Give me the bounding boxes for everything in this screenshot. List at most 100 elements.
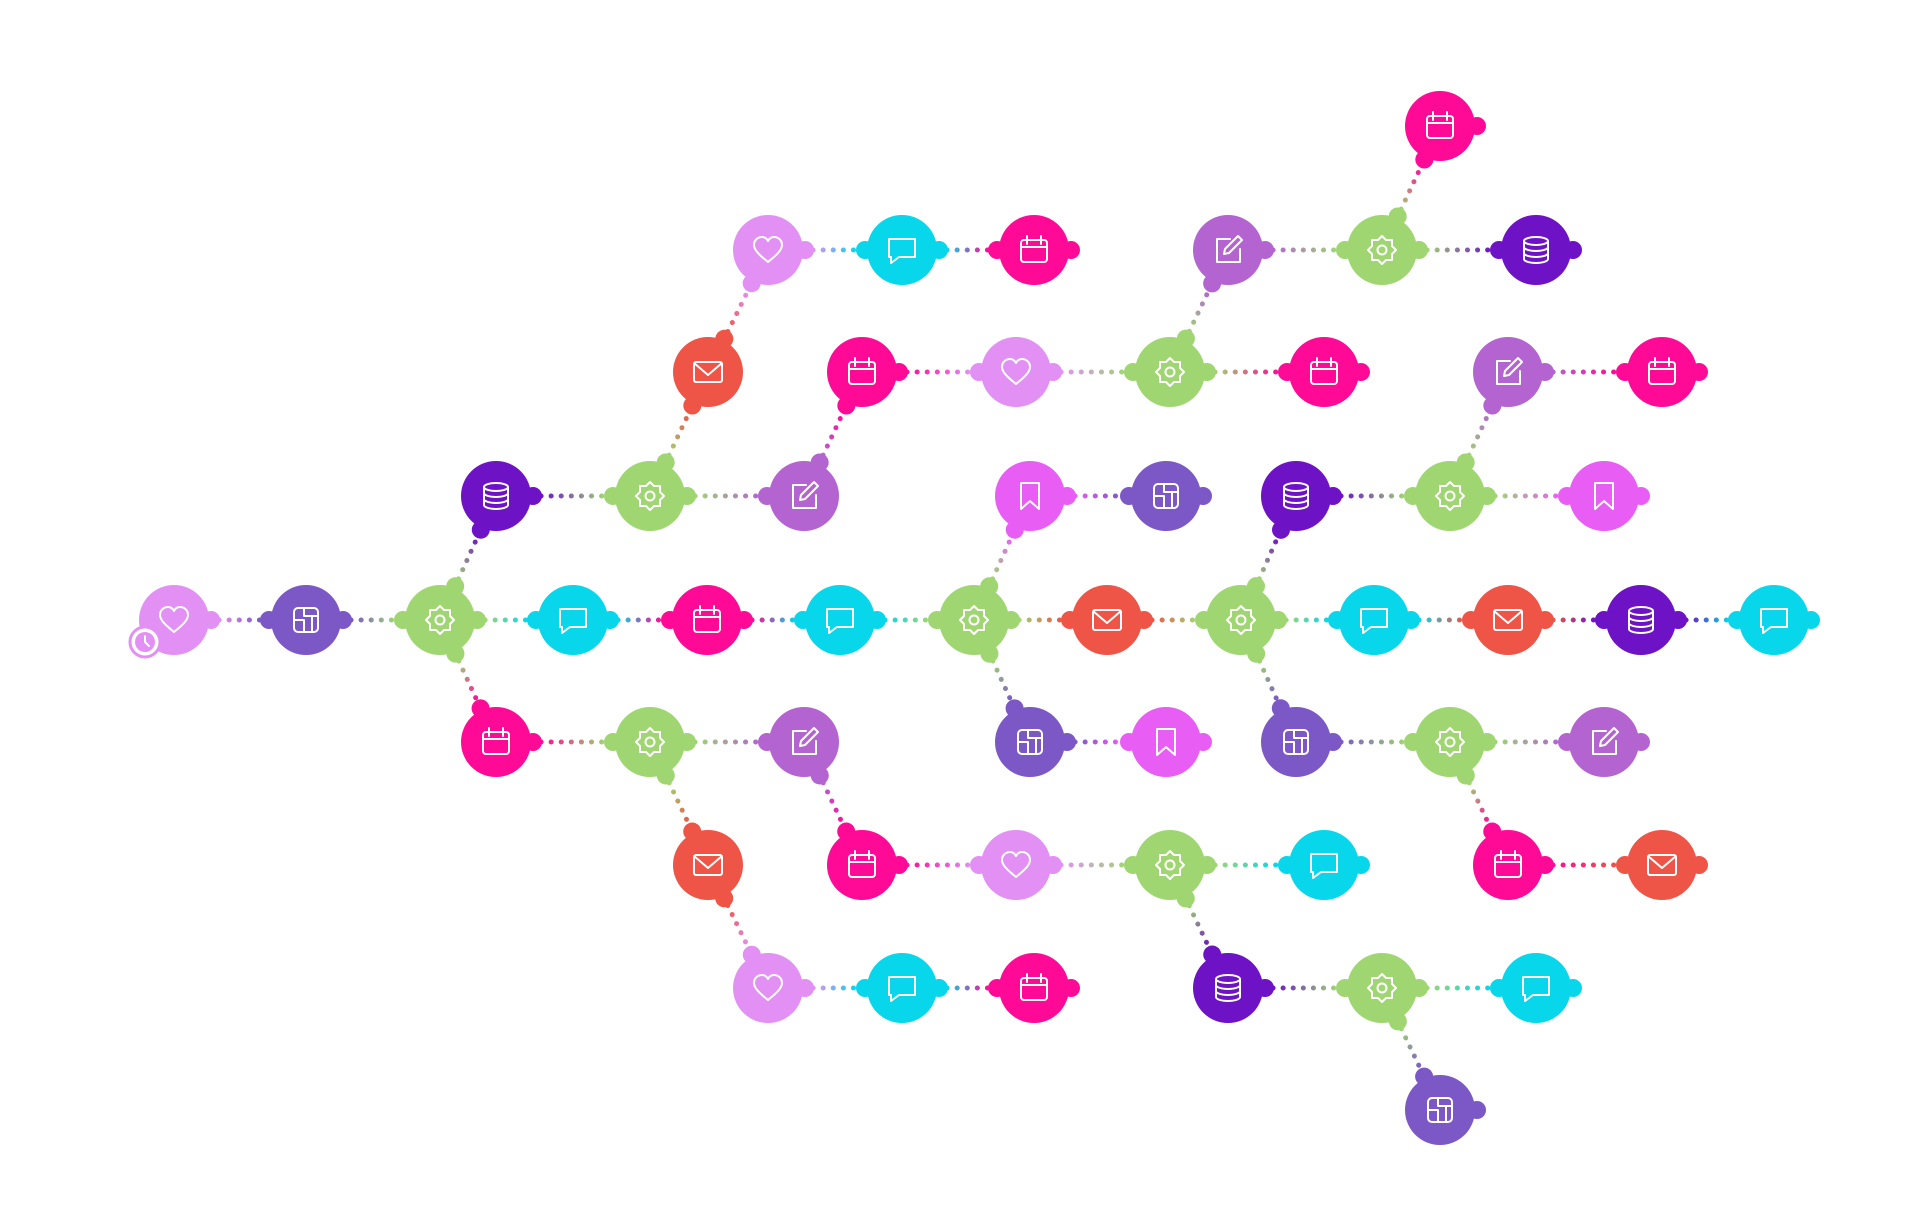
connection-n23-n25 xyxy=(1176,274,1222,348)
chat-node[interactable] xyxy=(867,953,937,1023)
connection-n46-n47 xyxy=(1058,733,1138,751)
connection-n31-n36 xyxy=(810,766,856,841)
schema-node[interactable] xyxy=(271,585,341,655)
connection-n51-n52 xyxy=(1536,363,1634,381)
calendar-node[interactable] xyxy=(672,585,742,655)
clock-trigger-icon[interactable] xyxy=(128,625,162,659)
calendar-node[interactable] xyxy=(1405,91,1486,161)
heart-node[interactable] xyxy=(981,830,1051,900)
connection-n3-n29 xyxy=(446,644,490,718)
connection-n30-n32 xyxy=(656,766,702,841)
database-node[interactable] xyxy=(1606,585,1676,655)
connection-n29-n30 xyxy=(524,733,622,751)
mail-node[interactable] xyxy=(1473,585,1543,655)
connection-n19-n20 xyxy=(930,241,1006,259)
gear-node[interactable] xyxy=(1347,215,1417,285)
node-circle xyxy=(1501,953,1571,1023)
gear-node[interactable] xyxy=(1206,585,1276,655)
node-circle xyxy=(672,585,742,655)
connection-n56-n57 xyxy=(1536,856,1634,874)
connection-n44-n45 xyxy=(1058,487,1138,505)
database-node[interactable] xyxy=(1193,953,1263,1023)
database-node[interactable] xyxy=(461,461,531,531)
connection-n40-n41 xyxy=(1256,979,1354,997)
bookmark-node[interactable] xyxy=(995,461,1065,531)
connection-n10-n11 xyxy=(1402,611,1480,629)
node-circle xyxy=(1289,337,1359,407)
connection-n41-n43 xyxy=(1388,1012,1434,1086)
node-circle xyxy=(981,337,1051,407)
connection-n48-n49 xyxy=(1324,487,1422,505)
chat-node[interactable] xyxy=(805,585,875,655)
node-circle xyxy=(1569,461,1639,531)
gear-node[interactable] xyxy=(1135,337,1205,407)
gear-node[interactable] xyxy=(1135,830,1205,900)
chat-node[interactable] xyxy=(1739,585,1820,655)
edit-node[interactable] xyxy=(1193,215,1263,285)
connection-n22-n23 xyxy=(1044,363,1142,381)
gear-node[interactable] xyxy=(1415,461,1485,531)
node-circle xyxy=(1415,461,1485,531)
bookmark-node[interactable] xyxy=(1131,707,1212,777)
edit-node[interactable] xyxy=(1473,337,1543,407)
heart-node[interactable] xyxy=(733,953,803,1023)
node-circle xyxy=(805,585,875,655)
mail-node[interactable] xyxy=(673,830,743,900)
connection-n25-n26 xyxy=(1256,241,1354,259)
node-circle xyxy=(1131,461,1201,531)
node-circle xyxy=(673,830,743,900)
database-node[interactable] xyxy=(1261,461,1331,531)
node-circle xyxy=(1135,337,1205,407)
calendar-node[interactable] xyxy=(827,830,897,900)
node-circle xyxy=(1193,215,1263,285)
gear-node[interactable] xyxy=(1415,707,1485,777)
schema-node[interactable] xyxy=(1405,1075,1486,1145)
calendar-node[interactable] xyxy=(461,707,531,777)
connection-n7-n46 xyxy=(980,644,1024,718)
chat-node[interactable] xyxy=(538,585,608,655)
calendar-node[interactable] xyxy=(1473,830,1543,900)
calendar-node[interactable] xyxy=(827,337,897,407)
node-circle xyxy=(981,830,1051,900)
mail-node[interactable] xyxy=(1072,585,1142,655)
calendar-node[interactable] xyxy=(1627,337,1708,407)
schema-node[interactable] xyxy=(1131,461,1212,531)
connection-n34-n35 xyxy=(930,979,1006,997)
schema-node[interactable] xyxy=(1261,707,1331,777)
mail-node[interactable] xyxy=(673,337,743,407)
node-circle xyxy=(769,461,839,531)
schema-node[interactable] xyxy=(995,707,1065,777)
gear-node[interactable] xyxy=(405,585,475,655)
node-circle xyxy=(1415,707,1485,777)
heart-node[interactable] xyxy=(981,337,1051,407)
connection-n32-n33 xyxy=(715,889,761,964)
chat-node[interactable] xyxy=(1501,953,1582,1023)
gear-node[interactable] xyxy=(1347,953,1417,1023)
connection-n26-n27 xyxy=(1410,241,1508,259)
edit-node[interactable] xyxy=(1569,707,1650,777)
chat-node[interactable] xyxy=(1339,585,1409,655)
heart-node[interactable] xyxy=(733,215,803,285)
node-circle xyxy=(1739,585,1809,655)
node-circle xyxy=(1473,337,1543,407)
mail-node[interactable] xyxy=(1627,830,1708,900)
node-circle xyxy=(1072,585,1142,655)
calendar-node[interactable] xyxy=(999,215,1080,285)
database-node[interactable] xyxy=(1501,215,1582,285)
bookmark-node[interactable] xyxy=(1569,461,1650,531)
edit-node[interactable] xyxy=(769,461,839,531)
node-circle xyxy=(733,215,803,285)
node-circle xyxy=(1135,830,1205,900)
edit-node[interactable] xyxy=(769,707,839,777)
heart-node[interactable] xyxy=(128,585,209,659)
gear-node[interactable] xyxy=(615,461,685,531)
node-circle xyxy=(1473,830,1543,900)
chat-node[interactable] xyxy=(867,215,937,285)
connection-n6-n7 xyxy=(868,611,946,629)
gear-node[interactable] xyxy=(615,707,685,777)
connection-n49-n50 xyxy=(1478,487,1576,505)
chat-node[interactable] xyxy=(1289,830,1370,900)
calendar-node[interactable] xyxy=(999,953,1080,1023)
calendar-node[interactable] xyxy=(1289,337,1370,407)
gear-node[interactable] xyxy=(939,585,1009,655)
